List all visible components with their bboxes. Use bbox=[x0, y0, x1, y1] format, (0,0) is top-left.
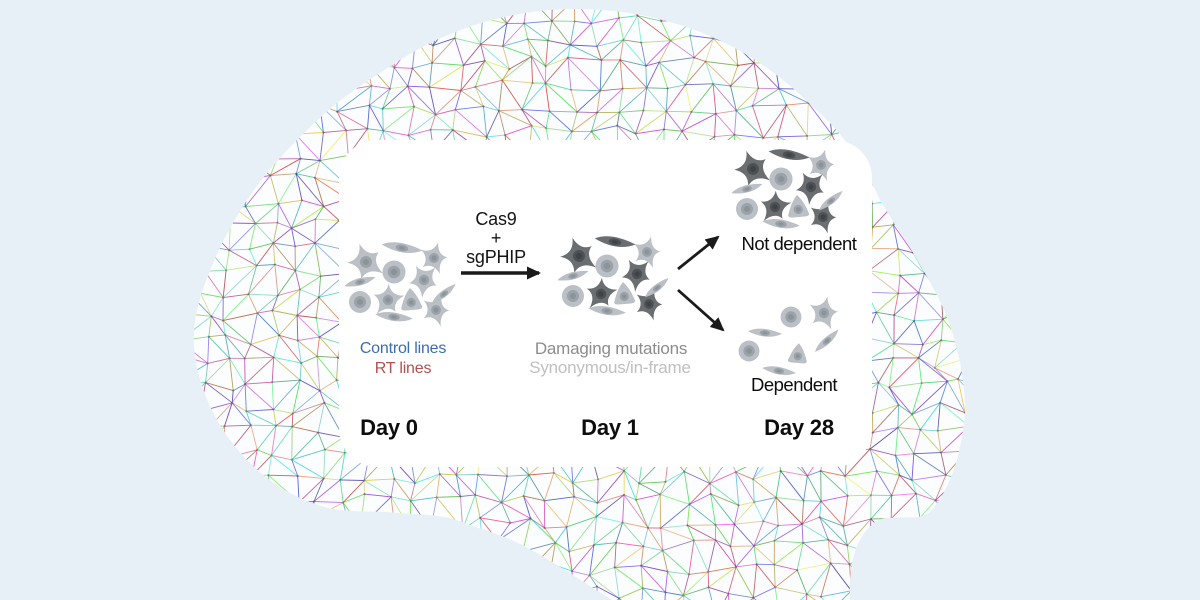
arrow-to-dependent bbox=[677, 288, 725, 332]
not-dependent-label: Not dependent bbox=[741, 233, 857, 254]
treatment-label: Cas9 + sgPHIP bbox=[466, 210, 526, 267]
figure-panel: Cas9 + sgPHIP Control lines RT lines Dam… bbox=[339, 140, 872, 467]
arrow-to-not-dependent bbox=[677, 235, 720, 271]
plus-label: + bbox=[490, 228, 502, 248]
day28-label: Day 28 bbox=[764, 415, 834, 440]
cell-cluster-dependent bbox=[738, 296, 839, 376]
cas9-label: Cas9 bbox=[475, 209, 517, 229]
sgphip-label: sgPHIP bbox=[466, 247, 526, 267]
synonymous-label: Synonymous/in-frame bbox=[529, 358, 691, 377]
cell-cluster-day1 bbox=[557, 236, 669, 321]
day0-label: Day 0 bbox=[360, 415, 418, 440]
rt-lines-label: RT lines bbox=[374, 360, 432, 377]
damaging-mutations-label: Damaging mutations bbox=[534, 339, 688, 358]
day1-label: Day 1 bbox=[581, 415, 639, 440]
cell-cluster-not-dependent bbox=[731, 149, 843, 234]
cell-cluster-day0 bbox=[344, 242, 456, 327]
dependent-label: Dependent bbox=[750, 374, 838, 395]
control-lines-label: Control lines bbox=[359, 340, 447, 357]
flow-arrows bbox=[461, 235, 725, 332]
